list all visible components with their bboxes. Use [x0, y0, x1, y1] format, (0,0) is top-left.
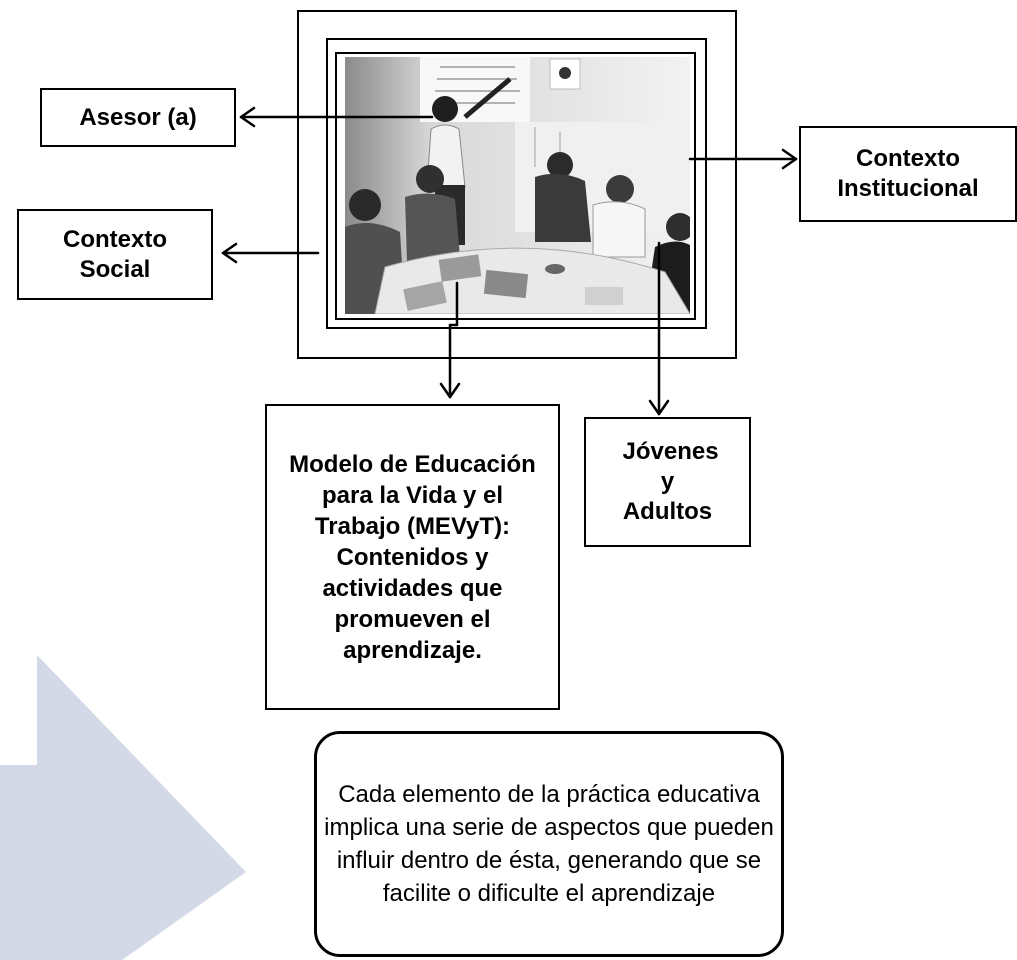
label-contexto-social-text: Contexto Social [63, 225, 167, 283]
frame-outer [297, 10, 737, 359]
label-modelo-mevyt: Modelo de Educación para la Vida y el Tr… [265, 404, 560, 710]
label-asesor: Asesor (a) [40, 88, 236, 147]
label-contexto-institucional: Contexto Institucional [799, 126, 1017, 222]
label-asesor-text: Asesor (a) [79, 103, 197, 131]
label-jovenes-adultos-text: Jóvenes y Adultos [622, 438, 719, 525]
label-contexto-institucional-text: Contexto Institucional [837, 145, 979, 202]
classroom-photo [345, 57, 690, 314]
label-modelo-mevyt-text: Modelo de Educación para la Vida y el Tr… [289, 450, 536, 664]
note-text: Cada elemento de la práctica educativa i… [324, 781, 774, 907]
note-box: Cada elemento de la práctica educativa i… [314, 731, 784, 957]
frame-inner [335, 52, 696, 320]
label-jovenes-adultos: Jóvenes y Adultos [584, 417, 751, 547]
frame-middle [326, 38, 707, 329]
label-contexto-social: Contexto Social [17, 209, 213, 300]
